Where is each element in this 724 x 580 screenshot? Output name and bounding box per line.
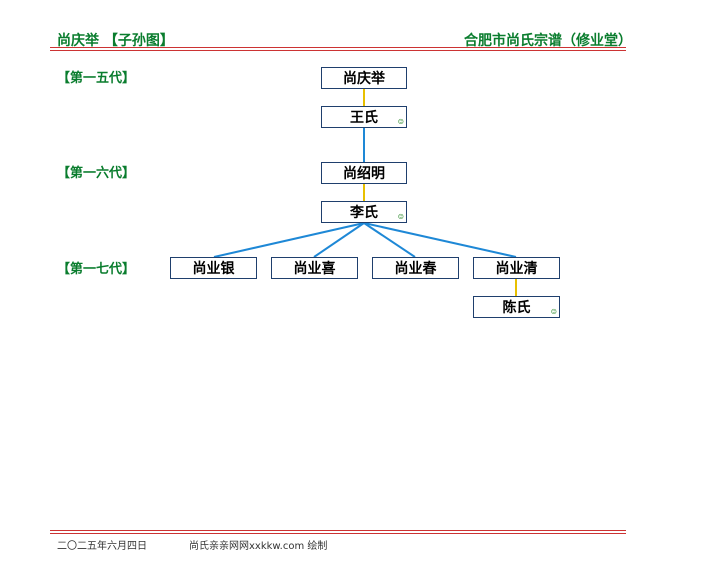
person-box-li-shi[interactable]: 李氏 ☺ <box>321 201 407 223</box>
footer-credit: 尚氏亲亲网网xxkkw.com 绘制 <box>189 541 328 552</box>
person-name: 尚业喜 <box>293 261 336 277</box>
person-name: 尚业清 <box>495 261 538 277</box>
person-name: 李氏 <box>350 205 378 221</box>
parent-child-link-b <box>313 222 365 258</box>
person-box-shang-shaoming[interactable]: 尚绍明 <box>321 162 407 184</box>
footer-rule-bottom <box>50 533 626 534</box>
person-name: 尚绍明 <box>343 166 385 182</box>
person-box-shang-yexi[interactable]: 尚业喜 <box>271 257 358 279</box>
spouse-icon: ☺ <box>550 308 557 316</box>
person-name: 尚业银 <box>192 261 235 277</box>
person-name: 王氏 <box>350 110 378 126</box>
person-name: 尚庆举 <box>343 71 385 87</box>
header-rule-top <box>50 47 626 48</box>
header-rule-bottom <box>50 50 626 51</box>
person-name: 尚业春 <box>394 261 437 277</box>
person-box-wang-shi[interactable]: 王氏 ☺ <box>321 106 407 128</box>
genealogy-book-title: 合肥市尚氏宗谱（修业堂） <box>464 33 632 49</box>
generation-label-15: 【第一五代】 <box>57 71 136 86</box>
generation-label-17: 【第一七代】 <box>57 262 136 277</box>
footer-rule-top <box>50 530 626 531</box>
parent-child-link-a <box>213 222 365 258</box>
footer-date: 二〇二五年六月四日 <box>57 541 147 552</box>
person-box-chen-shi[interactable]: 陈氏 ☺ <box>473 296 560 318</box>
person-box-shang-yeyin[interactable]: 尚业银 <box>170 257 257 279</box>
person-box-shang-qingju[interactable]: 尚庆举 <box>321 67 407 89</box>
chart-title: 尚庆举 【子孙图】 <box>57 33 174 49</box>
parent-child-link-d <box>363 222 517 258</box>
parent-child-link-c <box>363 222 416 258</box>
spouse-icon: ☺ <box>397 213 404 221</box>
person-box-shang-yechun[interactable]: 尚业春 <box>372 257 459 279</box>
person-box-shang-yeqing[interactable]: 尚业清 <box>473 257 560 279</box>
spouse-icon: ☺ <box>397 118 404 126</box>
person-name: 陈氏 <box>502 300 531 316</box>
generation-label-16: 【第一六代】 <box>57 166 136 181</box>
